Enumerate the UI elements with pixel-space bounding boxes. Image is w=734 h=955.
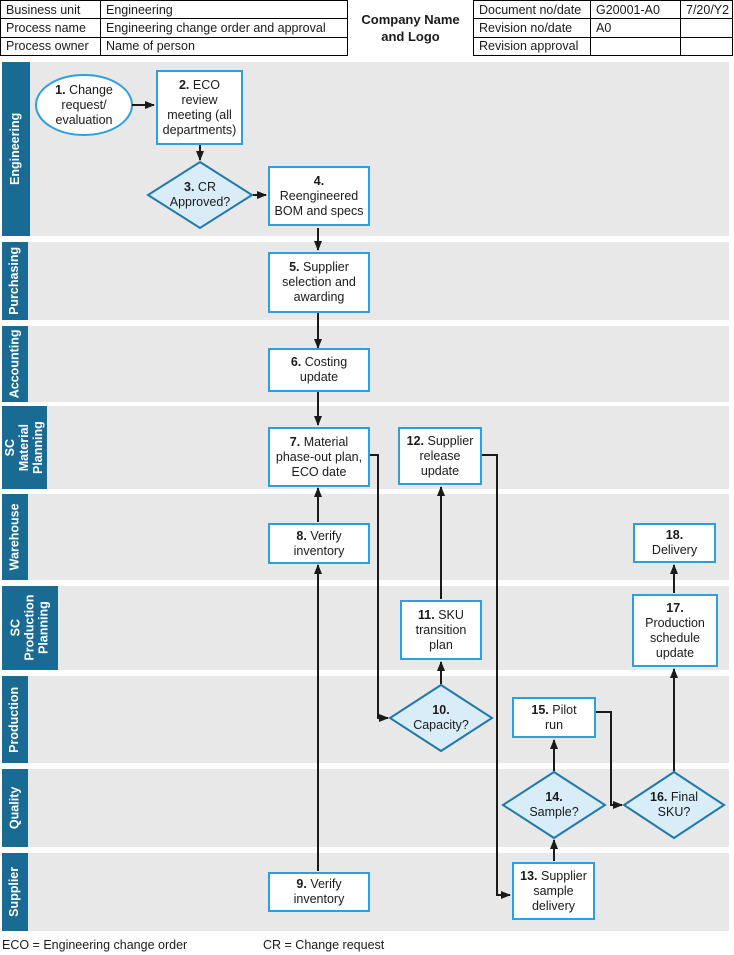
connector-7-10 (370, 454, 389, 722)
node-number: 7. (289, 434, 301, 449)
header-doc-table: Document no/date G20001-A0 7/20/Y2 Revis… (473, 0, 733, 56)
node-text: Pilot run (544, 702, 577, 732)
node-text: Costing update (299, 355, 348, 384)
lane-bar-supplier: Supplier (2, 853, 28, 931)
decision-3-cr-approved: 3. CR Approved? (150, 170, 250, 220)
connector-15-16 (596, 711, 623, 809)
node-15-pilot-run: 15. Pilot run (512, 697, 596, 738)
node-text: Sample? (529, 805, 579, 819)
revision-approval-value2 (681, 37, 732, 55)
lane-bar-engineering: Engineering (2, 62, 30, 236)
node-18-delivery: 18. Delivery (633, 523, 716, 563)
node-text: Delivery (651, 543, 698, 557)
node-text: CR Approved? (169, 180, 231, 209)
lane-bar-production: Production (2, 676, 28, 763)
header-info-table: Business unit Engineering Process name E… (0, 0, 348, 56)
node-number: 12. (406, 433, 425, 448)
process-name-value: Engineering change order and approval (101, 19, 347, 37)
node-number: 4. (313, 173, 325, 188)
footer-legend-eco: ECO = Engineering change order (2, 938, 188, 952)
node-7-material-phase-out: 7. Material phase-out plan, ECO date (268, 427, 370, 487)
node-number: 2. (178, 77, 190, 92)
revision-no-value: A0 (591, 19, 680, 37)
node-text: Change request/ evaluation (55, 82, 113, 127)
lane-bar-sc-production-planning: SC Production Planning (2, 586, 58, 670)
node-11-sku-transition-plan: 11. SKU transition plan (400, 600, 482, 660)
node-number: 18. (665, 528, 684, 542)
revision-no-label: Revision no/date (474, 19, 590, 37)
node-number: 14. (545, 790, 563, 804)
footer-legend-cr: CR = Change request (263, 938, 385, 952)
decision-14-sample: 14. Sample? (504, 779, 604, 831)
node-text: Supplier selection and awarding (282, 260, 356, 304)
node-1-change-request: 1. Change request/ evaluation (38, 78, 130, 132)
node-12-supplier-release-update: 12. Supplier release update (398, 427, 482, 485)
document-no-value: G20001-A0 (591, 1, 680, 19)
node-text: Capacity? (413, 718, 469, 732)
node-5-supplier-selection: 5. Supplier selection and awarding (268, 252, 370, 313)
node-number: 16. (650, 790, 668, 804)
connector-12-13 (482, 454, 511, 899)
revision-approval-value1 (591, 37, 680, 55)
node-text: Final SKU? (657, 790, 698, 819)
diamond-shape-16 (622, 770, 726, 840)
lane-bar-quality: Quality (2, 769, 28, 847)
lane-bar-accounting: Accounting (2, 326, 28, 402)
node-text: Supplier release update (419, 433, 474, 478)
node-text: SKU transition plan (415, 607, 467, 652)
business-unit-value: Engineering (101, 1, 347, 19)
node-text: Reengineered BOM and specs (274, 188, 364, 218)
diamond-shape-10 (388, 683, 494, 753)
revision-approval-label: Revision approval (474, 37, 590, 55)
process-owner-label: Process owner (1, 37, 100, 55)
revision-date-value (681, 19, 732, 37)
node-9-verify-inventory: 9. Verify inventory (268, 872, 370, 912)
node-text: Material phase-out plan, ECO date (275, 434, 363, 479)
node-number: 6. (290, 355, 302, 369)
node-number: 13. (520, 868, 538, 883)
node-text: ECO review meeting (all departments) (162, 77, 237, 137)
node-17-production-schedule-update: 17. Production schedule update (632, 594, 718, 667)
node-number: 15. (531, 702, 549, 717)
node-number: 3. (184, 180, 195, 194)
swimlane-quality: Quality (2, 769, 729, 847)
node-number: 1. (55, 82, 66, 97)
diamond-shape-14 (501, 770, 607, 840)
node-text: Production schedule update (645, 615, 705, 660)
node-text: Supplier sample delivery (531, 868, 587, 913)
node-6-costing-update: 6. Costing update (268, 348, 370, 392)
diamond-shape-3 (146, 160, 254, 230)
company-name-block: Company Name and Logo (361, 12, 460, 44)
node-number: 11. (418, 607, 435, 622)
node-text: Verify inventory (293, 528, 345, 558)
node-4-reengineered-bom: 4. Reengineered BOM and specs (268, 166, 370, 226)
node-number: 9. (296, 877, 307, 891)
node-13-supplier-sample-delivery: 13. Supplier sample delivery (512, 862, 595, 920)
node-number: 5. (289, 260, 300, 274)
process-name-label: Process name (1, 19, 100, 37)
node-number: 8. (296, 528, 307, 543)
swimlane-sc-production-planning: SC Production Planning (2, 586, 729, 670)
node-number: 17. (666, 600, 684, 615)
node-text: Verify inventory (293, 877, 345, 906)
lane-bar-sc-material-planning: SC Material Planning (2, 406, 47, 489)
document-no-label: Document no/date (474, 1, 590, 19)
document-date-value: 7/20/Y2 (681, 1, 732, 19)
node-number: 10. (432, 703, 450, 717)
process-owner-value: Name of person (101, 37, 347, 55)
node-8-verify-inventory: 8. Verify inventory (268, 523, 370, 564)
lane-bar-warehouse: Warehouse (2, 494, 28, 580)
swimlane-production: Production (2, 676, 729, 763)
lane-bar-purchasing: Purchasing (2, 242, 28, 320)
decision-10-capacity: 10. Capacity? (391, 692, 491, 744)
node-2-eco-review-meeting: 2. ECO review meeting (all departments) (156, 70, 243, 145)
business-unit-label: Business unit (1, 1, 100, 19)
decision-16-final-sku: 16. Final SKU? (624, 779, 724, 831)
